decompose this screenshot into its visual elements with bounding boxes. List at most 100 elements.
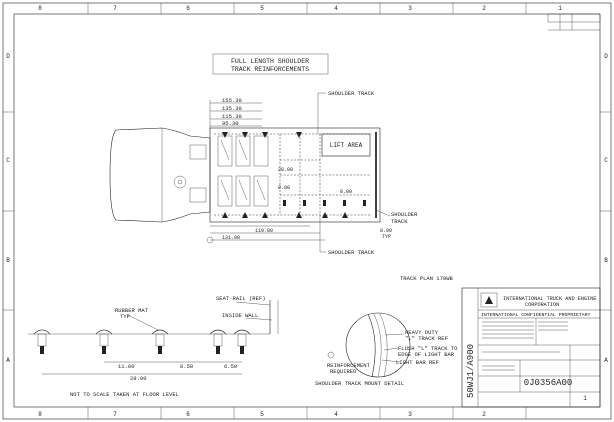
reinforcement-label-1: REINFORCEMENT: [327, 362, 371, 369]
upper-dimension-lines: [209, 100, 262, 130]
mount-detail: [327, 312, 411, 378]
column-number: 5: [260, 411, 264, 418]
floor-section-detail: [28, 300, 279, 375]
column-number: 7: [113, 411, 117, 418]
column-number: 4: [334, 411, 338, 418]
bus-body-outline: [209, 127, 381, 223]
company-logo-icon: [480, 292, 498, 308]
track-plan-label: TRACK PLAN 170WB: [400, 275, 454, 282]
company-logo-mark-icon: [485, 296, 493, 304]
lift-area-box: [321, 133, 371, 157]
reinforcement-symbol-icon: [327, 351, 335, 359]
column-number: 2: [482, 411, 486, 418]
column-number: 7: [113, 5, 117, 12]
truck-plan-view: LIFT AREA: [109, 127, 381, 223]
dimension-label: 29.00: [130, 375, 147, 382]
row-letter: B: [6, 257, 10, 264]
dimension-label: 8.50: [180, 363, 193, 370]
floor-mount-section: [33, 329, 51, 335]
dimension-label: 155.30: [222, 97, 242, 104]
dimension-label: 28.00: [278, 167, 293, 173]
seat-rail-label: SEAT-RAIL (REF): [216, 295, 266, 302]
column-number: 8: [38, 5, 42, 12]
column-number: 5: [260, 5, 264, 12]
column-number: 8: [38, 411, 42, 418]
company-name-line-2: CORPORATION: [525, 302, 559, 308]
shoulder-track-top-label: SHOULDER TRACK: [328, 90, 375, 97]
title-block: [461, 287, 601, 408]
revision-block: [547, 13, 601, 31]
dimension-label: 6.50: [224, 363, 237, 370]
steering-wheel-icon: [173, 175, 187, 189]
row-letter: C: [6, 157, 10, 164]
flush-label-2: EDGE OF LIGHT BAR: [398, 351, 455, 358]
shoulder-track-right-label-1: SHOULDER: [391, 211, 418, 218]
driver-seat: [189, 144, 207, 160]
cab-outline: [109, 127, 211, 223]
leader-lines: [317, 92, 391, 253]
track-studs: [283, 200, 366, 206]
column-number: 3: [408, 5, 412, 12]
light-bar-label: LIGHT BAR REF: [396, 359, 439, 366]
lift-area-label: LIFT AREA: [330, 142, 363, 149]
dimension-label: 135.30: [222, 105, 242, 112]
dimension-label: TYP: [382, 234, 391, 240]
column-number: 1: [558, 5, 562, 12]
vertical-drawing-number: 50WJ1/A900: [466, 344, 476, 398]
reinforcement-label-2: REQUIRED: [330, 368, 357, 375]
zone-column-numbers: 8 7 6 5 4 3 2 1 8 7 6 5 4 3 2: [38, 5, 562, 418]
dimension-label: 8.00: [380, 228, 392, 234]
anchor-markers: [222, 132, 348, 218]
column-number: 2: [482, 5, 486, 12]
floor-mount-section: [209, 329, 227, 335]
proprietary-notice: INTERNATIONAL CONFIDENTIAL PROPRIETARY: [481, 312, 591, 318]
seat-rows: [217, 135, 269, 207]
sheet-number: 1: [583, 395, 587, 402]
upper-dimension-labels: 155.30 135.30 115.30 95.30: [222, 97, 242, 127]
shoulder-track-right-label-2: TRACK: [391, 218, 408, 225]
dimension-label: 95.30: [222, 120, 239, 127]
dimension-label: 119.00: [255, 228, 273, 234]
datum-marker-icon: [206, 236, 214, 244]
passenger-seat: [189, 187, 207, 203]
company-name-line-1: INTERNATIONAL TRUCK AND ENGINE: [503, 296, 596, 302]
dimension-label: 8.00: [278, 185, 290, 191]
title-line-1: FULL LENGTH SHOULDER: [231, 58, 309, 65]
interior-grid: [279, 134, 370, 215]
drawing-number: 0J0356A00: [524, 378, 573, 388]
dimension-label: 115.30: [222, 113, 242, 120]
dimension-label: 11.00: [118, 363, 135, 370]
inner-dimension-labels: 28.00 8.00 8.00 8.00 TYP: [278, 167, 392, 240]
heavy-duty-label-1: HEAVY DUTY: [405, 329, 439, 336]
row-letter: D: [6, 53, 10, 60]
rubber-mat-label-2: TYP: [120, 313, 130, 320]
lower-dimension-labels: 119.00 131.00: [222, 228, 273, 241]
dimension-label: 8.00: [340, 189, 352, 195]
floor-mount-section: [151, 329, 169, 335]
heavy-duty-label-2: "L" TRACK REF: [405, 335, 448, 342]
row-letter: B: [604, 257, 608, 264]
row-letter: A: [6, 357, 10, 364]
inside-wall-label: INSIDE WALL: [222, 312, 258, 319]
floor-mount-section: [233, 329, 251, 335]
scale-note: NOT TO SCALE TAKEN AT FLOOR LEVEL: [70, 391, 179, 398]
shoulder-track-bottom-label: SHOULDER TRACK: [328, 249, 375, 256]
column-number: 3: [408, 411, 412, 418]
row-letter: A: [604, 357, 608, 364]
column-number: 6: [186, 411, 190, 418]
rubber-mat-label-1: RUBBER MAT: [115, 307, 149, 314]
title-line-2: TRACK REINFORCEMENTS: [231, 66, 309, 73]
column-number: 6: [186, 5, 190, 12]
row-letter: D: [604, 53, 608, 60]
zone-row-letters: D C B A D C B A: [6, 53, 608, 364]
dimension-label: 131.00: [222, 235, 240, 241]
lower-dimension-lines: [210, 225, 325, 241]
mount-detail-caption: SHOULDER TRACK MOUNT DETAIL: [315, 380, 404, 387]
floor-mount-section: [95, 329, 113, 335]
zone-ticks: [3, 3, 611, 419]
drawing-title: FULL LENGTH SHOULDER TRACK REINFORCEMENT…: [212, 53, 329, 75]
row-letter: C: [604, 157, 608, 164]
flush-label-1: FLUSH "L" TRACK TO: [398, 345, 458, 352]
column-number: 4: [334, 5, 338, 12]
